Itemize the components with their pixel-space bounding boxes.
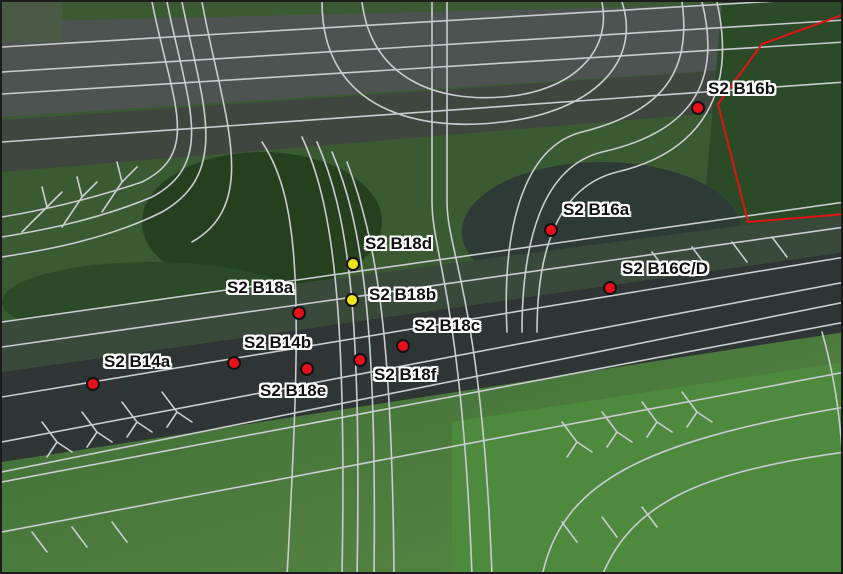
label-s2-b18e: S2 B18e [260, 381, 327, 400]
marker-s2-b14a[interactable] [86, 377, 100, 391]
label-s2-b18a: S2 B18a [227, 278, 294, 297]
marker-s2-b18d[interactable] [346, 257, 360, 271]
label-s2-b18b: S2 B18b [369, 285, 437, 304]
marker-s2-b16cd[interactable] [603, 281, 617, 295]
label-s2-b16cd: S2 B16C/D [622, 259, 708, 278]
label-s2-b18d: S2 B18d [365, 234, 433, 253]
marker-s2-b16b[interactable] [691, 101, 705, 115]
label-s2-b16a: S2 B16a [563, 200, 630, 219]
marker-s2-b14b[interactable] [227, 356, 241, 370]
label-s2-b18c: S2 B18c [414, 316, 481, 335]
marker-s2-b16a[interactable] [544, 223, 558, 237]
marker-s2-b18f[interactable] [353, 353, 367, 367]
marker-s2-b18e[interactable] [300, 362, 314, 376]
label-s2-b18f: S2 B18f [374, 365, 437, 384]
label-s2-b16b: S2 B16b [708, 79, 776, 98]
marker-s2-b18c[interactable] [396, 339, 410, 353]
label-s2-b14a: S2 B14a [104, 352, 171, 371]
label-s2-b14b: S2 B14b [244, 333, 312, 352]
marker-s2-b18a[interactable] [292, 306, 306, 320]
marker-s2-b18b[interactable] [345, 293, 359, 307]
